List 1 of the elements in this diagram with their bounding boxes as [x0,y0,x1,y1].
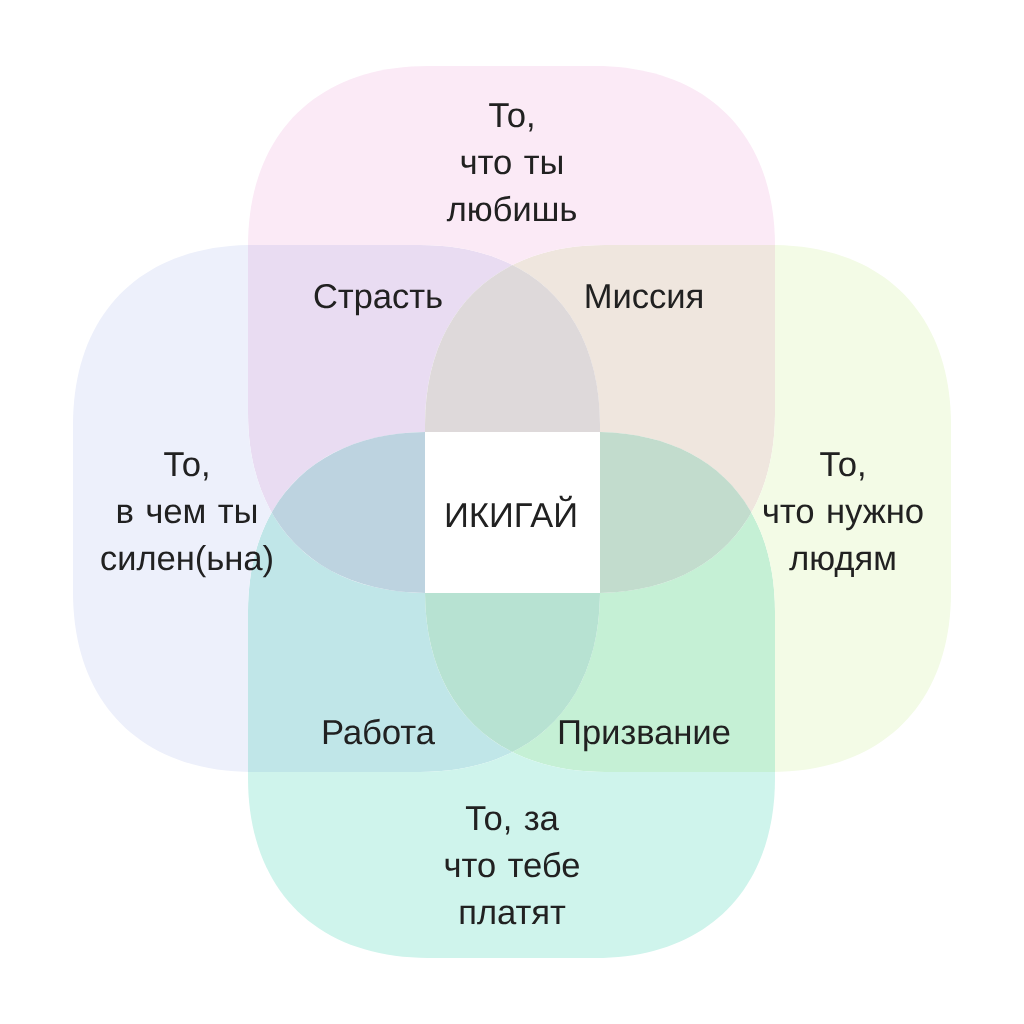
center-label: ИКИГАЙ [446,495,576,527]
